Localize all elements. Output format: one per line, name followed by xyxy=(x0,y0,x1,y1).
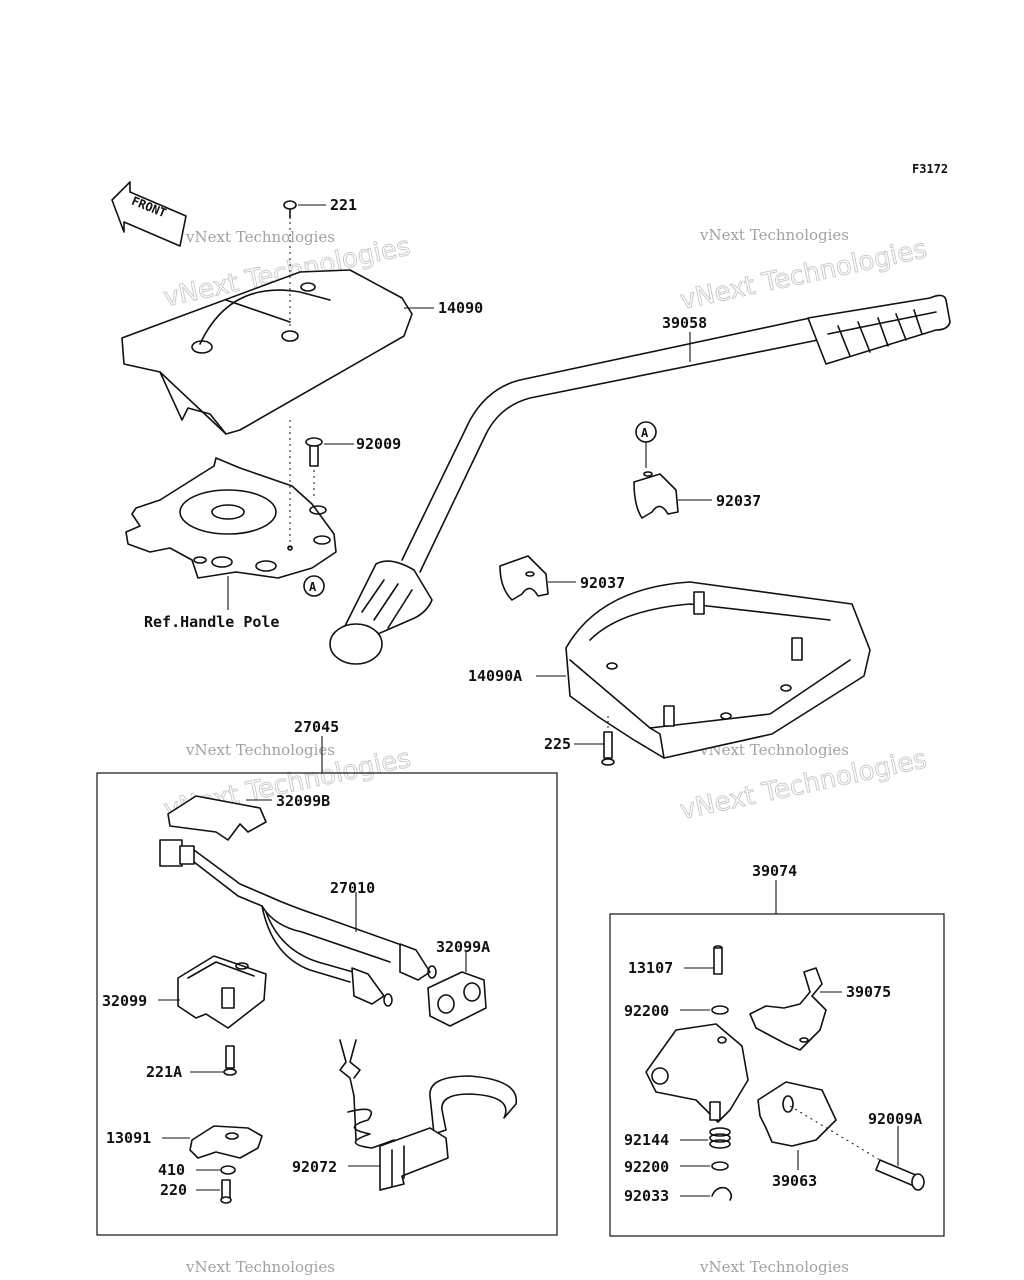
part-221A-screw xyxy=(223,1045,237,1076)
part-410-washer xyxy=(220,1165,236,1175)
assembly-box-39074 xyxy=(609,913,945,1237)
part-32099B-cover xyxy=(167,795,267,841)
part-92033-retaining-clip xyxy=(711,1186,733,1201)
part-92200-washer xyxy=(711,1005,729,1015)
watermark-text: vNext Technologies xyxy=(699,1258,849,1276)
part-92009A-screw xyxy=(789,1105,925,1191)
label-32099: 32099 xyxy=(102,992,147,1010)
part-32099-housing xyxy=(177,955,267,1029)
part-39058-handlebar xyxy=(329,294,951,665)
assembly-box-27045 xyxy=(96,772,558,1236)
label-92144: 92144 xyxy=(624,1131,669,1149)
part-13107-pin xyxy=(713,945,723,975)
handle-pole-plate xyxy=(125,420,337,579)
label-39074: 39074 xyxy=(752,862,797,880)
part-32099A-clamp xyxy=(427,971,487,1027)
part-92072-clip xyxy=(339,1039,518,1191)
label-92037-top: 92037 xyxy=(716,492,761,510)
watermark-text: vNext Technologies xyxy=(699,226,849,244)
label-39075: 39075 xyxy=(846,983,891,1001)
part-92037-clamp xyxy=(499,555,549,601)
part-92144-spring xyxy=(709,1127,731,1149)
label-220: 220 xyxy=(160,1181,187,1199)
part-13091-bracket xyxy=(189,1125,263,1159)
label-27010: 27010 xyxy=(330,879,375,897)
watermark-text: vNext Technologies xyxy=(699,741,849,759)
part-14090-cover xyxy=(121,269,413,435)
callout-marker-a: A xyxy=(309,580,317,594)
label-92037-mid: 92037 xyxy=(580,574,625,592)
part-39075-lever xyxy=(749,967,827,1051)
callout-marker-a-icon xyxy=(303,575,325,597)
watermark-text: vNext Technologies xyxy=(185,228,335,246)
label-39063: 39063 xyxy=(772,1172,817,1190)
label-221A: 221A xyxy=(146,1063,182,1081)
label-92009: 92009 xyxy=(356,435,401,453)
label-32099A: 32099A xyxy=(436,938,490,956)
label-92033: 92033 xyxy=(624,1187,669,1205)
label-13107: 13107 xyxy=(628,959,673,977)
ref-handle-pole-note: Ref.Handle Pole xyxy=(144,613,279,631)
part-throttle-housing xyxy=(645,1023,749,1123)
label-27045: 27045 xyxy=(294,718,339,736)
label-39058: 39058 xyxy=(662,314,707,332)
label-14090A: 14090A xyxy=(468,667,522,685)
label-14090: 14090 xyxy=(438,299,483,317)
label-225: 225 xyxy=(544,735,571,753)
watermark-text: vNext Technologies xyxy=(185,1258,335,1276)
part-39063-block xyxy=(757,1081,837,1147)
label-13091: 13091 xyxy=(106,1129,151,1147)
label-32099B: 32099B xyxy=(276,792,330,810)
watermark-text: vNext Technologies xyxy=(185,741,335,759)
front-arrow-icon: FRONT xyxy=(111,181,187,247)
label-92009A: 92009A xyxy=(868,1110,922,1128)
label-92072: 92072 xyxy=(292,1158,337,1176)
part-220-screw xyxy=(220,1179,232,1204)
label-410: 410 xyxy=(158,1161,185,1179)
part-225-screw xyxy=(601,716,615,766)
part-92009-screw xyxy=(305,437,323,500)
figure-code: F3172 xyxy=(912,162,948,176)
part-92200-washer xyxy=(711,1161,729,1171)
label-92200-top: 92200 xyxy=(624,1002,669,1020)
part-92037-clamp xyxy=(633,471,679,519)
callout-marker-a: A xyxy=(641,426,649,440)
part-27010-wiring-harness xyxy=(159,839,437,1007)
label-92200-bot: 92200 xyxy=(624,1158,669,1176)
label-221: 221 xyxy=(330,196,357,214)
part-221-screw xyxy=(283,200,297,330)
part-14090A-cover xyxy=(565,581,871,759)
